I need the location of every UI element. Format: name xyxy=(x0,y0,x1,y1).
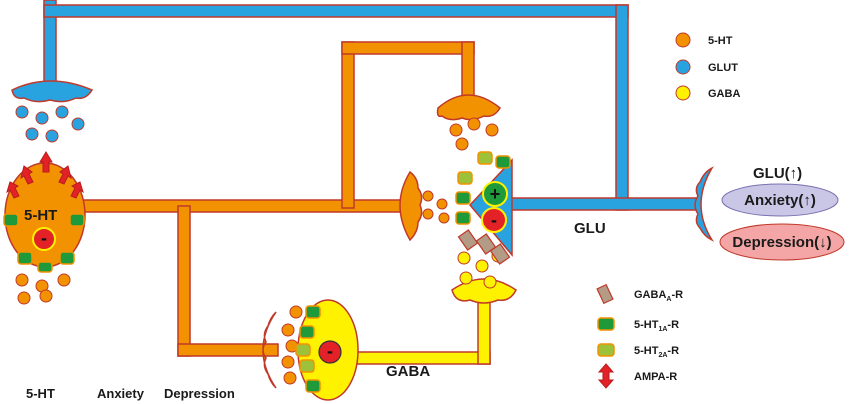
legend-ht1a-label: 5-HT1A-R xyxy=(634,319,679,333)
glu-up-label: GLU(↑) xyxy=(753,165,802,182)
glut-neuron-receptors: + - xyxy=(455,151,511,265)
glut-terminal-right xyxy=(694,166,715,242)
legend-ht2a-swatch xyxy=(597,343,615,357)
glu-pathway-label: GLU xyxy=(574,220,606,237)
gaba-pathway-label: GABA xyxy=(386,363,430,380)
ht-vesicles-side xyxy=(422,190,450,224)
gaba-neuron-minus: - xyxy=(327,341,333,361)
bottom-5ht-label: 5-HT xyxy=(26,386,55,401)
glut-neuron-plus: + xyxy=(490,184,501,204)
depression-down-label: Depression(↓) xyxy=(732,234,831,251)
gaba-pathway: - xyxy=(297,278,517,401)
ht-vesicles-bottom xyxy=(15,273,71,305)
gaba-neuron-receptors xyxy=(295,305,321,393)
legend-5ht-swatch xyxy=(675,32,691,48)
anxiety-badge xyxy=(721,183,839,217)
ht-neuron-minus: - xyxy=(41,228,47,248)
gaba-neuron-ampa xyxy=(318,340,342,364)
legend-glut-label: GLUT xyxy=(708,62,738,74)
legend-ampa-label: AMPA-R xyxy=(634,371,677,383)
legend-top: 5-HT GLUT GABA xyxy=(675,32,740,101)
outcome-panel: GLU(↑) Anxiety(↑) Depression(↓) xyxy=(719,165,845,261)
ht1a-receptors-5ht xyxy=(3,213,85,273)
glut-vesicles-top xyxy=(15,105,85,143)
gaba-vesicles xyxy=(457,249,505,289)
bottom-anxiety-label: Anxiety xyxy=(97,386,145,401)
ht-neuron-label: 5-HT xyxy=(24,207,57,224)
glut-terminal-top xyxy=(11,80,94,103)
ht-terminal-side xyxy=(399,170,423,242)
ht-vesicles-gaba xyxy=(281,305,303,385)
ht-terminal-gaba xyxy=(262,311,277,389)
ampa-receptors-5ht xyxy=(6,151,84,199)
legend-5ht-label: 5-HT xyxy=(708,35,733,47)
legend-gabaa-swatch xyxy=(596,283,614,305)
depression-badge xyxy=(719,223,845,261)
serotonin-pathway xyxy=(69,41,501,389)
glutamate-pathway xyxy=(11,0,715,258)
legend-receptors: GABAA-R 5-HT1A-R 5-HT2A-R AMPA-R xyxy=(596,283,683,389)
legend-gaba-swatch xyxy=(675,85,691,101)
ht-vesicles-top-right xyxy=(449,117,499,151)
legend-ht2a-label: 5-HT2A-R xyxy=(634,345,679,359)
legend-gabaa-label: GABAA-R xyxy=(634,289,683,303)
glut-neuron-minus: - xyxy=(491,210,497,230)
legend-ampa-swatch xyxy=(597,363,615,389)
legend-gaba-label: GABA xyxy=(708,88,740,100)
ht-terminal-top xyxy=(436,94,501,121)
legend-glut-swatch xyxy=(675,59,691,75)
anxiety-up-label: Anxiety(↑) xyxy=(744,192,816,209)
legend-ht1a-swatch xyxy=(597,317,615,331)
bottom-depression-label: Depression xyxy=(164,386,235,401)
